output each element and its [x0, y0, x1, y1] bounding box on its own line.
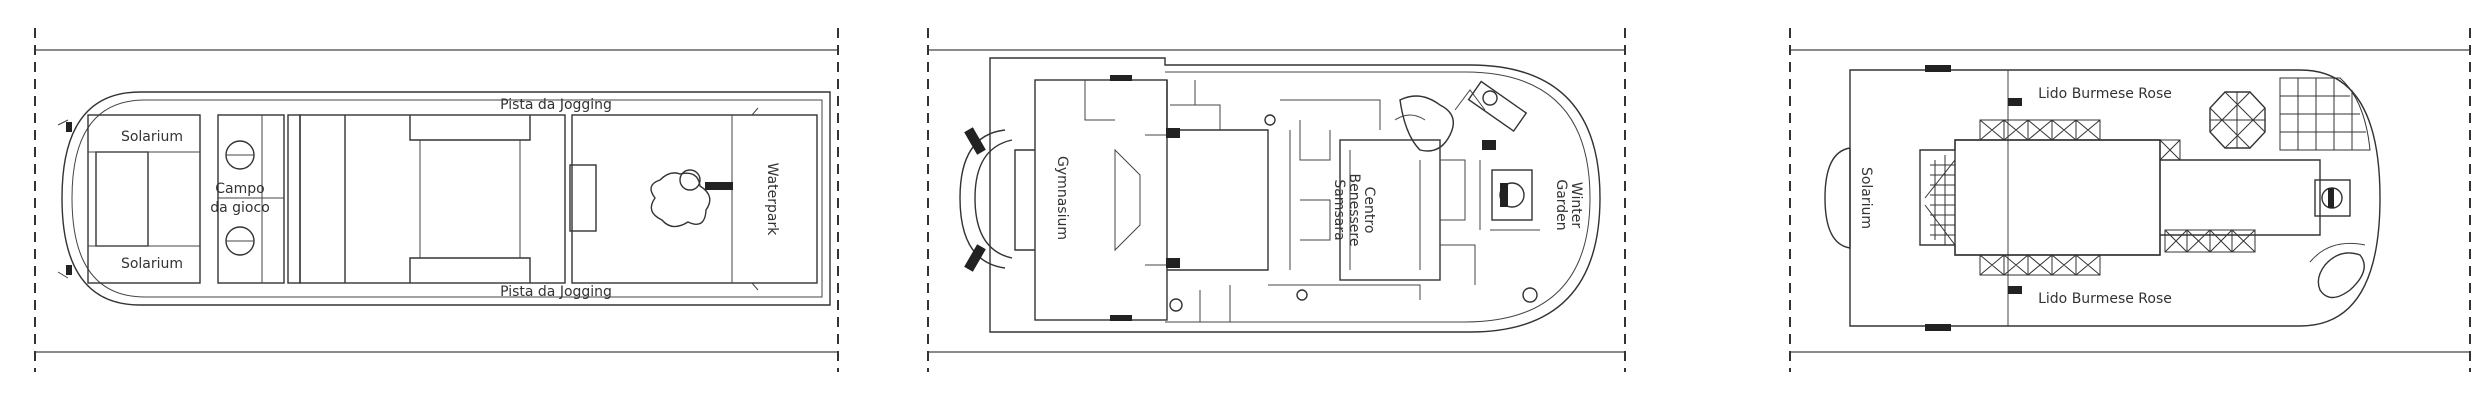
- winter-garden-label-line2: Garden: [1553, 179, 1569, 230]
- campo-label-line1: Campo: [215, 181, 264, 197]
- grid-feature: [2279, 77, 2371, 151]
- deck-3-cross-boxes-top: [1979, 119, 2181, 161]
- centro-label-line1: Centro: [1361, 187, 1377, 234]
- waterpark-area: [571, 114, 818, 284]
- solarium-bottom-label: Solarium: [121, 256, 183, 272]
- centro-label-line2: Benessere: [1346, 174, 1362, 247]
- solarium-area: [87, 114, 201, 284]
- jogging-track-top-label: Pista da Jogging: [500, 97, 612, 113]
- deck-plan-3: Lido Burmese Rose Lido Burmese Rose Sola…: [1789, 28, 2471, 372]
- campo-da-gioco-area: [217, 114, 285, 284]
- deck-2-hull: [989, 57, 1601, 333]
- pool-deck-area: [299, 114, 566, 284]
- deck-3-cross-boxes-bottom: [1979, 229, 2256, 276]
- deck-1-hull: [61, 91, 831, 306]
- solarium-top-label: Solarium: [121, 129, 183, 145]
- solarium-label: Solarium: [1858, 167, 1874, 229]
- lido-bottom-label: Lido Burmese Rose: [2038, 291, 2172, 307]
- winter-garden-label-line1: Winter: [1568, 182, 1584, 228]
- gymnasium-area: [1034, 79, 1168, 321]
- centro-benessere-area: [1339, 139, 1441, 281]
- jogging-track-bottom-label: Pista da Jogging: [500, 284, 612, 300]
- solarium-pool-area: [1919, 139, 2161, 256]
- lido-top-label: Lido Burmese Rose: [2038, 86, 2172, 102]
- deck-plan-1: Pista da Jogging Pista da Jogging Solari…: [34, 28, 839, 372]
- centro-label-line3: Samsara: [1331, 179, 1347, 240]
- deck-plan-2: Gymnasium Centro Benessere Samsara Winte…: [927, 28, 1626, 372]
- waterpark-label: Waterpark: [764, 163, 780, 237]
- deck-3-hull: [1849, 69, 2381, 327]
- gymnasium-label: Gymnasium: [1054, 156, 1070, 240]
- campo-label-line2: da gioco: [210, 200, 270, 216]
